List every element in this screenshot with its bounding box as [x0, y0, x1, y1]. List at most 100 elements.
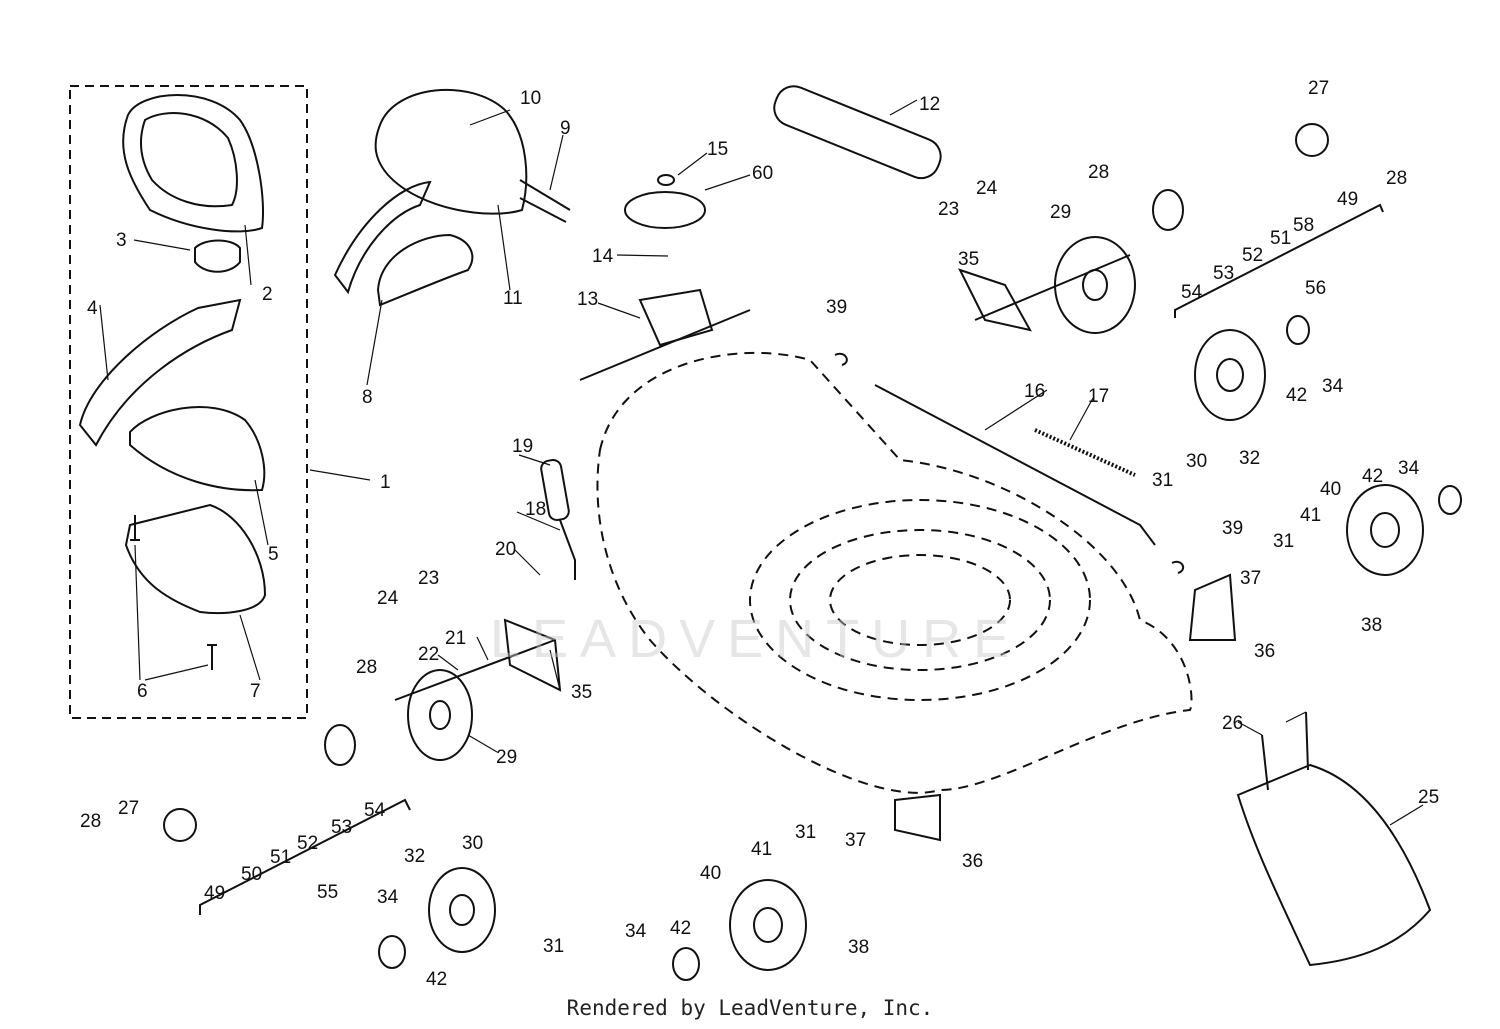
callout: 58	[1293, 215, 1314, 236]
callout: 52	[1242, 245, 1263, 266]
callout: 13	[577, 289, 598, 310]
callout: 2	[262, 284, 273, 305]
handle-4	[78, 298, 242, 447]
callout: 34	[1322, 376, 1344, 397]
callout: 6	[137, 681, 148, 702]
callout: 22	[418, 644, 439, 665]
handle-11	[333, 180, 432, 295]
callout: 35	[958, 249, 979, 270]
callout: 34	[625, 921, 647, 942]
clip-39a	[834, 352, 848, 366]
callout: 8	[362, 387, 373, 408]
plate-5	[129, 406, 266, 492]
callout: 54	[1181, 282, 1203, 303]
callout: 24	[976, 178, 998, 199]
callout: 51	[1270, 228, 1291, 249]
callout: 5	[268, 544, 279, 565]
wheel-32-left	[428, 867, 496, 953]
clip-39b	[1171, 560, 1185, 574]
kit-outline	[69, 85, 308, 719]
callout: 34	[1398, 458, 1420, 479]
callout: 30	[1186, 451, 1207, 472]
callout: 51	[270, 847, 291, 868]
rod-9	[519, 179, 571, 223]
callout: 41	[751, 839, 772, 860]
callout: 60	[752, 163, 773, 184]
leader-lines	[99, 99, 1424, 826]
insert-8	[376, 233, 474, 307]
gear-49-right	[1295, 123, 1329, 157]
callout: 49	[1337, 189, 1358, 210]
callout: 31	[1152, 470, 1173, 491]
callout: 23	[418, 568, 439, 589]
callout: 23	[938, 199, 959, 220]
nut-15	[657, 174, 675, 186]
callout: 38	[848, 937, 869, 958]
callout: 42	[1286, 385, 1307, 406]
lever-18	[559, 519, 576, 580]
callout: 20	[495, 539, 516, 560]
callout: 3	[116, 230, 127, 251]
callout: 40	[1320, 479, 1341, 500]
pulley-60	[624, 191, 706, 229]
callout: 24	[377, 588, 399, 609]
bolt-26a	[1261, 734, 1269, 791]
group-bracket-56	[1174, 203, 1384, 318]
bolt-6b	[207, 644, 217, 670]
callout: 18	[525, 499, 546, 520]
callout: 53	[1213, 263, 1234, 284]
callout-labels: 1 2 3 4 5 6 7 8 9 10 11 12 13 14 15 16 1…	[80, 78, 1439, 990]
callout: 31	[543, 936, 564, 957]
gear-49-left	[163, 808, 197, 842]
callout: 21	[445, 628, 466, 649]
callout: 32	[1239, 448, 1260, 469]
bracket-35b	[958, 268, 1032, 332]
callout: 39	[826, 297, 847, 318]
callout: 36	[1254, 641, 1275, 662]
wheel-40-right	[1346, 484, 1424, 576]
callout: 28	[80, 811, 101, 832]
callout: 39	[1222, 518, 1243, 539]
callout: 4	[87, 298, 98, 319]
callout: 26	[1222, 713, 1243, 734]
callout: 42	[426, 969, 447, 990]
callout: 12	[919, 94, 940, 115]
callout: 27	[118, 798, 139, 819]
callout: 40	[700, 863, 721, 884]
callout: 11	[503, 288, 523, 309]
bracket-36a	[1188, 573, 1237, 641]
callout: 34	[377, 887, 399, 908]
bolt-6a	[130, 515, 140, 541]
gearbox-13	[638, 288, 714, 347]
callout: 55	[317, 882, 338, 903]
callout: 49	[204, 883, 225, 904]
callout: 28	[1386, 168, 1407, 189]
spring-17	[1034, 428, 1136, 477]
mulch-cover-2	[122, 94, 265, 233]
washer-54-left	[324, 724, 356, 766]
callout: 29	[496, 747, 517, 768]
callout: 53	[331, 817, 352, 838]
shaft-13	[579, 309, 751, 381]
callout: 52	[297, 833, 318, 854]
callout: 31	[795, 822, 816, 843]
callout: 42	[1362, 466, 1383, 487]
mulch-cover-2-inner	[140, 112, 238, 208]
callout: 9	[560, 118, 571, 139]
callout: 41	[1300, 505, 1321, 526]
callout: 14	[592, 246, 614, 267]
callout: 1	[380, 472, 391, 493]
callout: 17	[1088, 386, 1109, 407]
callout: 16	[1024, 381, 1045, 402]
callout: 35	[571, 682, 592, 703]
callout: 42	[670, 918, 691, 939]
wheel-32-right	[1194, 329, 1266, 421]
callout: 29	[1050, 202, 1071, 223]
bracket-36b	[894, 793, 941, 842]
watermark: LEADVENTURE	[490, 609, 1022, 669]
wheel-40-left	[729, 879, 807, 971]
callout: 56	[1305, 278, 1326, 299]
cap-34b	[672, 947, 700, 981]
deck-outline	[596, 351, 1193, 794]
